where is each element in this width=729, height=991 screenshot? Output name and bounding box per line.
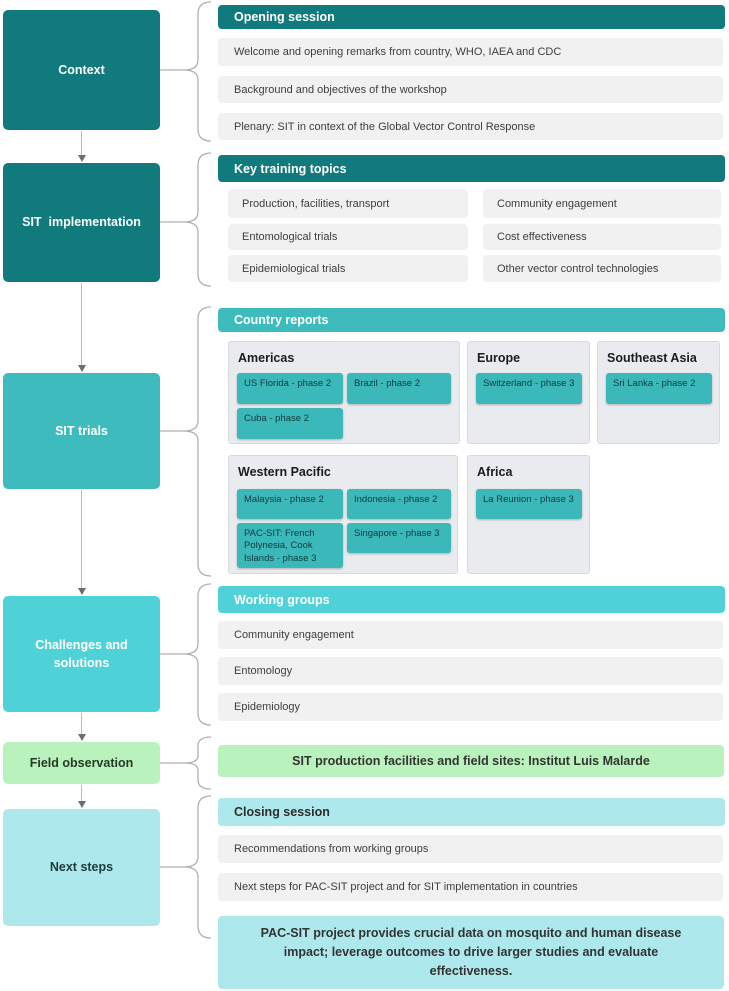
section-header-key-training-topics: Key training topics <box>218 155 725 182</box>
flow-node-label: Context <box>58 62 105 77</box>
agenda-row: Plenary: SIT in context of the Global Ve… <box>218 113 723 140</box>
region-card-southeast-asia: Southeast Asia Sri Lanka - phase 2 <box>597 341 720 444</box>
section-title: Working groups <box>234 592 330 607</box>
training-topic-text: Production, facilities, transport <box>242 197 390 210</box>
agenda-row: Background and objectives of the worksho… <box>218 76 723 103</box>
flow-arrow-5 <box>77 785 86 808</box>
region-card-title: Africa <box>477 465 513 479</box>
country-chip: Switzerland - phase 3 <box>476 373 582 404</box>
training-topic-text: Other vector control technologies <box>497 262 659 275</box>
region-card-title: Europe <box>477 351 521 365</box>
section-title: Opening session <box>234 10 335 24</box>
country-chip: PAC-SIT: French Polynesia, Cook Islands … <box>237 523 343 568</box>
brace-opening <box>183 1 212 142</box>
training-topic-text: Epidemiological trials <box>242 262 346 275</box>
training-topic: Epidemiological trials <box>228 255 468 282</box>
agenda-row-text: Background and objectives of the worksho… <box>234 83 447 96</box>
flow-node-label: Field observation <box>29 755 134 770</box>
agenda-row-text: Recommendations from working groups <box>234 843 429 855</box>
training-topic: Community engagement <box>483 189 721 218</box>
field-observation-bar: SIT production facilities and field site… <box>218 745 724 777</box>
flow-node-label: SIT implementation <box>22 215 141 230</box>
agenda-row: Community engagement <box>218 621 723 649</box>
country-chip: Malaysia - phase 2 <box>237 489 343 519</box>
region-card-europe: Europe Switzerland - phase 3 <box>467 341 590 444</box>
flow-arrow-3 <box>77 490 86 595</box>
region-card-title: Western Pacific <box>238 465 331 479</box>
region-card-title: Americas <box>238 351 295 365</box>
flow-node-label: Next steps <box>49 860 114 875</box>
country-chip: Indonesia - phase 2 <box>347 489 451 519</box>
country-chip: La Reunion - phase 3 <box>476 489 582 519</box>
training-topic: Other vector control technologies <box>483 255 721 282</box>
country-chip: Singapore - phase 3 <box>347 523 451 553</box>
country-chip: Sri Lanka - phase 2 <box>606 373 712 404</box>
training-topic: Entomological trials <box>228 224 468 250</box>
flow-arrow-1 <box>77 131 86 162</box>
training-topic-text: Cost effectiveness <box>497 231 587 243</box>
flow-node-sit-implementation: SIT implementation <box>3 163 160 282</box>
flow-arrow-4 <box>77 713 86 741</box>
agenda-row-text: Entomology <box>234 665 293 677</box>
field-observation-text: SIT production facilities and field site… <box>292 754 650 768</box>
agenda-row: Welcome and opening remarks from country… <box>218 38 723 66</box>
region-card-africa: Africa La Reunion - phase 3 <box>467 455 590 574</box>
brace-closing <box>183 795 212 939</box>
country-chip: Cuba - phase 2 <box>237 408 343 439</box>
section-title: Country reports <box>234 313 329 327</box>
flow-arrow-2 <box>77 283 86 372</box>
section-title: Key training topics <box>234 161 347 176</box>
training-topic: Production, facilities, transport <box>228 189 468 218</box>
agenda-row-text: Next steps for PAC-SIT project and for S… <box>234 881 578 893</box>
brace-training <box>183 152 212 287</box>
agenda-row: Recommendations from working groups <box>218 835 723 863</box>
section-header-working-groups: Working groups <box>218 586 725 613</box>
agenda-row: Epidemiology <box>218 693 723 721</box>
brace-reports <box>183 306 212 577</box>
training-topic-text: Community engagement <box>497 197 617 210</box>
country-chip: Brazil - phase 2 <box>347 373 451 404</box>
brace-field <box>183 736 212 790</box>
section-header-opening-session: Opening session <box>218 5 725 29</box>
section-title: Closing session <box>234 805 330 819</box>
flow-node-sit-trials: SIT trials <box>3 373 160 489</box>
agenda-row-text: Community engagement <box>234 629 354 641</box>
flow-node-context: Context <box>3 10 160 130</box>
region-card-title: Southeast Asia <box>607 351 697 365</box>
agenda-row: Next steps for PAC-SIT project and for S… <box>218 873 723 901</box>
training-topic: Cost effectiveness <box>483 224 721 250</box>
flow-node-label: Challenges and solutions <box>35 637 132 670</box>
country-chip: US Florida - phase 2 <box>237 373 343 404</box>
region-card-americas: Americas US Florida - phase 2 Brazil - p… <box>228 341 460 444</box>
flow-node-next-steps: Next steps <box>3 809 160 926</box>
pac-sit-note: PAC-SIT project provides crucial data on… <box>218 916 724 989</box>
agenda-row-text: Epidemiology <box>234 701 301 713</box>
flow-node-label: SIT trials <box>55 423 108 438</box>
agenda-row-text: Welcome and opening remarks from country… <box>234 46 562 58</box>
pac-sit-note-text: PAC-SIT project provides crucial data on… <box>260 926 682 978</box>
agenda-row-text: Plenary: SIT in context of the Global Ve… <box>234 120 536 133</box>
section-header-country-reports: Country reports <box>218 308 725 332</box>
training-topic-text: Entomological trials <box>242 231 338 243</box>
flow-node-challenges: Challenges and solutions <box>3 596 160 712</box>
brace-working <box>183 583 212 726</box>
section-header-closing-session: Closing session <box>218 798 725 826</box>
agenda-row: Entomology <box>218 657 723 685</box>
region-card-western-pacific: Western Pacific Malaysia - phase 2 Indon… <box>228 455 458 574</box>
flow-node-field-observation: Field observation <box>3 742 160 784</box>
